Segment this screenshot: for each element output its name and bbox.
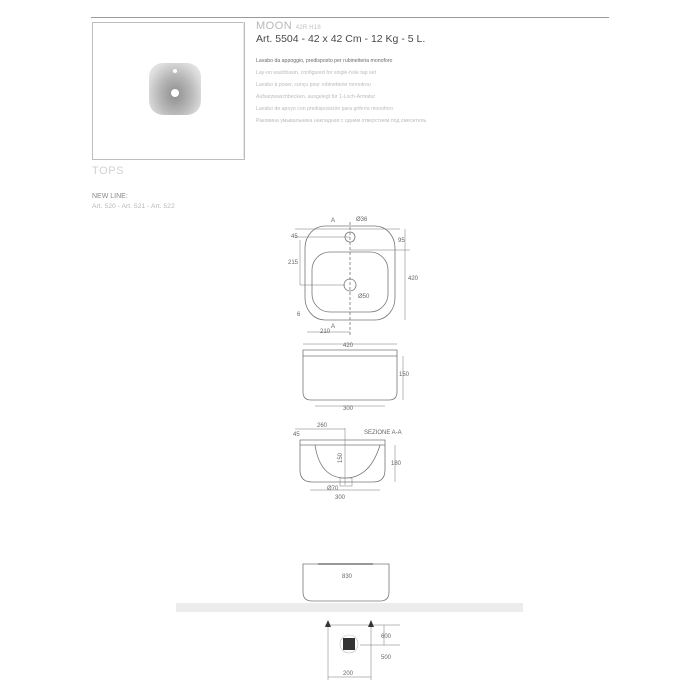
description-ru: Раковина умывальника накладная с одним о… (256, 118, 427, 124)
section-dim-260: 260 (317, 423, 328, 429)
plan-dim-600: 600 (381, 634, 392, 640)
tap-hole-label: Ø36 (356, 217, 368, 223)
section-base: 300 (335, 495, 346, 501)
top-view (295, 222, 410, 335)
section-title: TOPS (92, 165, 125, 177)
new-line-articles: Art. 520 - Art. 521 - Art. 522 (92, 203, 175, 210)
front-height: 150 (399, 372, 410, 378)
dim-6: 6 (297, 312, 301, 318)
model-name: MOON (256, 20, 293, 32)
section-title: SEZIONE A-A (364, 430, 402, 436)
plan-dim-200: 200 (343, 671, 354, 677)
basin-photo (149, 63, 201, 115)
plan-view (325, 624, 400, 680)
description-it: Lavabo da appoggio, predisposto per rubi… (256, 58, 393, 64)
dim-215: 215 (288, 260, 299, 266)
dim-45: 45 (291, 234, 298, 240)
marker-a-bottom: A (331, 324, 335, 330)
section-drain: Ø70 (327, 486, 339, 492)
description-en: Lay-on washbasin, configured for single-… (256, 70, 376, 76)
section-view (295, 428, 396, 491)
drain-label: Ø50 (358, 294, 370, 300)
description-es: Lavabo de apoyo con predisposición para … (256, 106, 393, 112)
new-line-label: NEW LINE: (92, 193, 128, 200)
model-title: MOON 42R H18 (256, 20, 321, 32)
product-photo-frame (92, 22, 245, 160)
front-base: 300 (343, 406, 354, 412)
drain-hole (171, 89, 179, 97)
front-width: 420 (343, 343, 354, 349)
front-view (302, 343, 404, 407)
top-rule (91, 17, 609, 18)
model-code: 42R H18 (295, 25, 321, 31)
description-de: Aufsatzwaschbecken, ausgelegt für 1-Loch… (256, 94, 376, 100)
mount-view (302, 563, 390, 602)
section-dim-45: 45 (293, 432, 300, 438)
article-line: Art. 5504 - 42 x 42 Cm - 12 Kg - 5 L. (256, 33, 426, 45)
tap-hole (173, 69, 177, 73)
marker-a-top: A (331, 218, 335, 224)
description-fr: Lavabo à poser, conçu pour robinetterie … (256, 82, 371, 88)
section-height: 180 (391, 461, 402, 467)
mount-height: 830 (342, 574, 353, 580)
plan-dim-500: 500 (381, 655, 392, 661)
divider (243, 22, 244, 158)
dim-95: 95 (398, 238, 405, 244)
dim-420: 420 (408, 276, 419, 282)
dim-210: 210 (320, 329, 331, 335)
section-depth: 150 (338, 452, 344, 463)
